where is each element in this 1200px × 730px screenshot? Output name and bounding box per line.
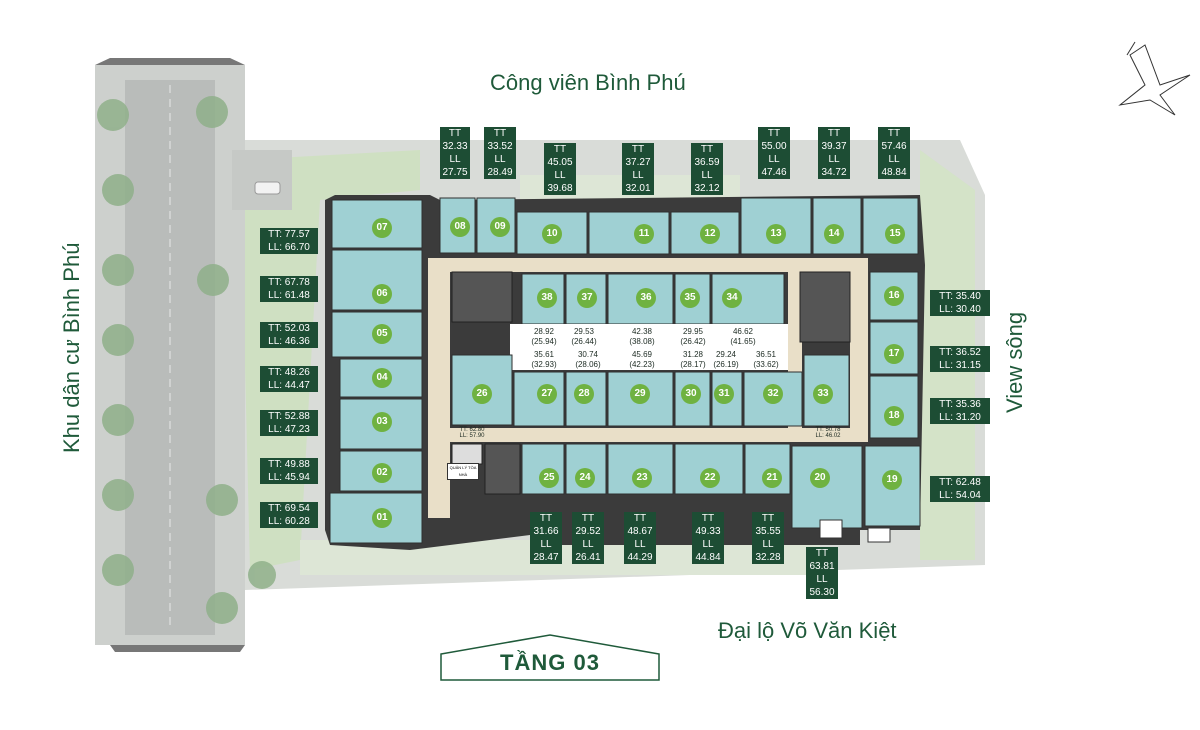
label-west-residential: Khu dân cư Bình Phú xyxy=(59,242,84,453)
unit-01-marker[interactable]: 01 xyxy=(372,508,392,528)
unit-38-area: 28.92(25.94) xyxy=(531,327,557,346)
unit-33-marker[interactable]: 33 xyxy=(813,384,833,404)
unit-28-area: 30.74(28.06) xyxy=(575,350,601,369)
unit-03-marker[interactable]: 03 xyxy=(372,412,392,432)
unit-23-marker[interactable]: 23 xyxy=(632,468,652,488)
unit-09-marker[interactable]: 09 xyxy=(490,217,510,237)
stair-cores xyxy=(451,271,851,495)
parking-area xyxy=(232,150,292,210)
unit-10-marker[interactable]: 10 xyxy=(542,224,562,244)
courtyard xyxy=(510,324,788,370)
unit-26-marker[interactable]: 26 xyxy=(472,384,492,404)
unit-38-marker[interactable]: 38 xyxy=(537,288,557,308)
unit-28-marker[interactable]: 28 xyxy=(574,384,594,404)
unit-19-marker[interactable]: 19 xyxy=(882,470,902,490)
unit-27-area: 35.61(32.93) xyxy=(531,350,557,369)
unit-11-marker[interactable]: 11 xyxy=(634,224,654,244)
unit-02-marker[interactable]: 02 xyxy=(372,463,392,483)
unit-35-area: 29.95(26.42) xyxy=(680,327,706,346)
label-north-park: Công viên Bình Phú xyxy=(490,70,686,95)
unit-32-area: 36.51(33.62) xyxy=(753,350,779,369)
white-block xyxy=(819,519,843,539)
unit-36-marker[interactable]: 36 xyxy=(636,288,656,308)
unit-05-marker[interactable]: 05 xyxy=(372,324,392,344)
unit-14-marker[interactable]: 14 xyxy=(824,224,844,244)
management-room: QUẢN LÝ TÒA NHÀ xyxy=(447,463,479,480)
unit-34-area: 46.62(41.65) xyxy=(730,327,756,346)
unit-37-area: 29.53(26.44) xyxy=(571,327,597,346)
compass-icon xyxy=(1118,41,1191,116)
bottom-row xyxy=(521,443,791,495)
unit-31-area: 29.24(26.19) xyxy=(713,350,739,369)
unit-29-area: 45.69(42.23) xyxy=(629,350,655,369)
unit-21-marker[interactable]: 21 xyxy=(762,468,782,488)
floor-title: TẦNG 03 xyxy=(440,632,660,682)
unit-27-marker[interactable]: 27 xyxy=(537,384,557,404)
unit-37-marker[interactable]: 37 xyxy=(577,288,597,308)
unit-25-marker[interactable]: 25 xyxy=(539,468,559,488)
unit-17-marker[interactable]: 17 xyxy=(884,344,904,364)
trees xyxy=(97,96,276,624)
unit-16-marker[interactable]: 16 xyxy=(884,286,904,306)
unit-24-marker[interactable]: 24 xyxy=(575,468,595,488)
unit-34-marker[interactable]: 34 xyxy=(722,288,742,308)
white-block xyxy=(867,527,891,543)
unit-13-marker[interactable]: 13 xyxy=(766,224,786,244)
road-top-cap xyxy=(95,58,245,65)
floor-title-frame xyxy=(440,634,660,681)
label-south-avenue: Đại lộ Võ Văn Kiệt xyxy=(718,618,897,643)
unit-18-marker[interactable]: 18 xyxy=(884,406,904,426)
unit-30-marker[interactable]: 30 xyxy=(681,384,701,404)
unit-31-marker[interactable]: 31 xyxy=(714,384,734,404)
unit-12-marker[interactable]: 12 xyxy=(700,224,720,244)
floor-label: TẦNG 03 xyxy=(500,650,600,675)
unit-35-marker[interactable]: 35 xyxy=(680,288,700,308)
unit-07-marker[interactable]: 07 xyxy=(372,218,392,238)
unit-32-marker[interactable]: 32 xyxy=(763,384,783,404)
car xyxy=(254,181,281,195)
unit-29-marker[interactable]: 29 xyxy=(630,384,650,404)
unit-30-area: 31.28(28.17) xyxy=(680,350,706,369)
unit-36-area: 42.38(38.08) xyxy=(629,327,655,346)
unit-20-marker[interactable]: 20 xyxy=(810,468,830,488)
road-bottom-cap xyxy=(110,645,245,652)
unit-06-marker[interactable]: 06 xyxy=(372,284,392,304)
label-east-river: View sông xyxy=(1002,311,1027,413)
unit-04-marker[interactable]: 04 xyxy=(372,368,392,388)
unit-08-marker[interactable]: 08 xyxy=(450,217,470,237)
unit-15-marker[interactable]: 15 xyxy=(885,224,905,244)
unit-22-marker[interactable]: 22 xyxy=(700,468,720,488)
